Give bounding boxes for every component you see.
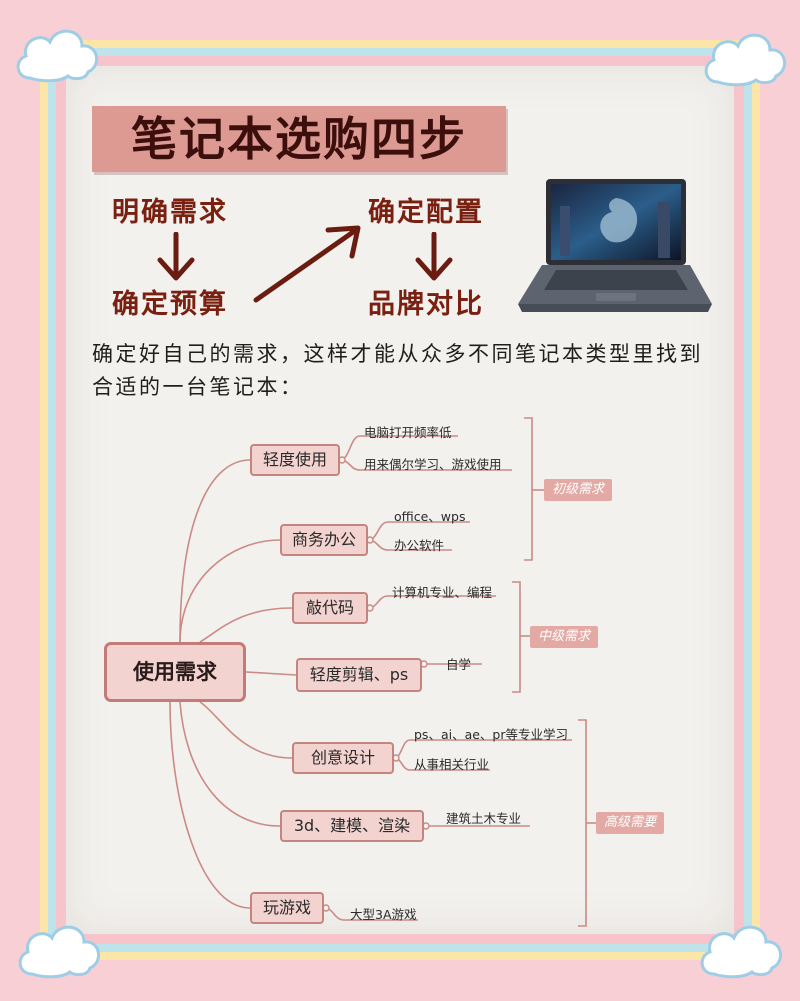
- category-gaming: 玩游戏: [250, 892, 324, 924]
- intro-text: 确定好自己的需求，这样才能从众多不同笔记本类型里找到合适的一台笔记本：: [92, 342, 703, 399]
- leaf-occasional-study-game: 用来偶尔学习、游戏使用: [364, 457, 502, 472]
- step-set-budget: 确定预算: [112, 289, 228, 320]
- leaf-cs-programming: 计算机专业、编程: [392, 585, 493, 600]
- cloud-icon: [16, 29, 98, 83]
- category-light-use: 轻度使用: [250, 444, 340, 476]
- level-tag-beginner: 初级需求: [544, 479, 612, 501]
- step-choose-config: 确定配置: [368, 197, 484, 228]
- category-creative-design: 创意设计: [292, 742, 394, 774]
- leaf-related-industry: 从事相关行业: [414, 757, 490, 772]
- leaf-self-study: 自学: [446, 657, 472, 672]
- down-arrow-icon: [157, 232, 195, 281]
- category-light-editing: 轻度剪辑、ps: [296, 658, 422, 692]
- leaf-low-frequency: 电脑打开频率低: [364, 425, 452, 440]
- step-clarify-needs: 明确需求: [112, 197, 228, 228]
- category-3d-modeling: 3d、建模、渲染: [280, 810, 424, 842]
- mindmap-root: 使用需求: [104, 642, 246, 702]
- page-title: 笔记本选购四步: [131, 112, 467, 166]
- down-arrow-icon: [415, 232, 453, 281]
- leaf-office-wps: office、wps: [394, 509, 466, 524]
- level-tag-advanced: 高级需要: [596, 812, 664, 834]
- leaf-aaa-games: 大型3A游戏: [350, 907, 417, 922]
- leaf-professional-study: ps、ai、ae、pr等专业学习: [414, 727, 569, 742]
- cloud-icon: [18, 925, 100, 979]
- step-compare-brands: 品牌对比: [368, 289, 484, 320]
- diagonal-arrow-icon: [253, 225, 361, 303]
- level-tag-intermediate: 中级需求: [530, 626, 598, 648]
- category-coding: 敲代码: [292, 592, 368, 624]
- leaf-office-software: 办公软件: [394, 538, 445, 553]
- leaf-architecture: 建筑土木专业: [446, 811, 522, 826]
- cloud-icon: [700, 925, 782, 979]
- cloud-icon: [704, 33, 786, 87]
- laptop-icon: [518, 179, 712, 312]
- title-banner: 笔记本选购四步: [92, 106, 506, 172]
- category-business-office: 商务办公: [280, 524, 368, 556]
